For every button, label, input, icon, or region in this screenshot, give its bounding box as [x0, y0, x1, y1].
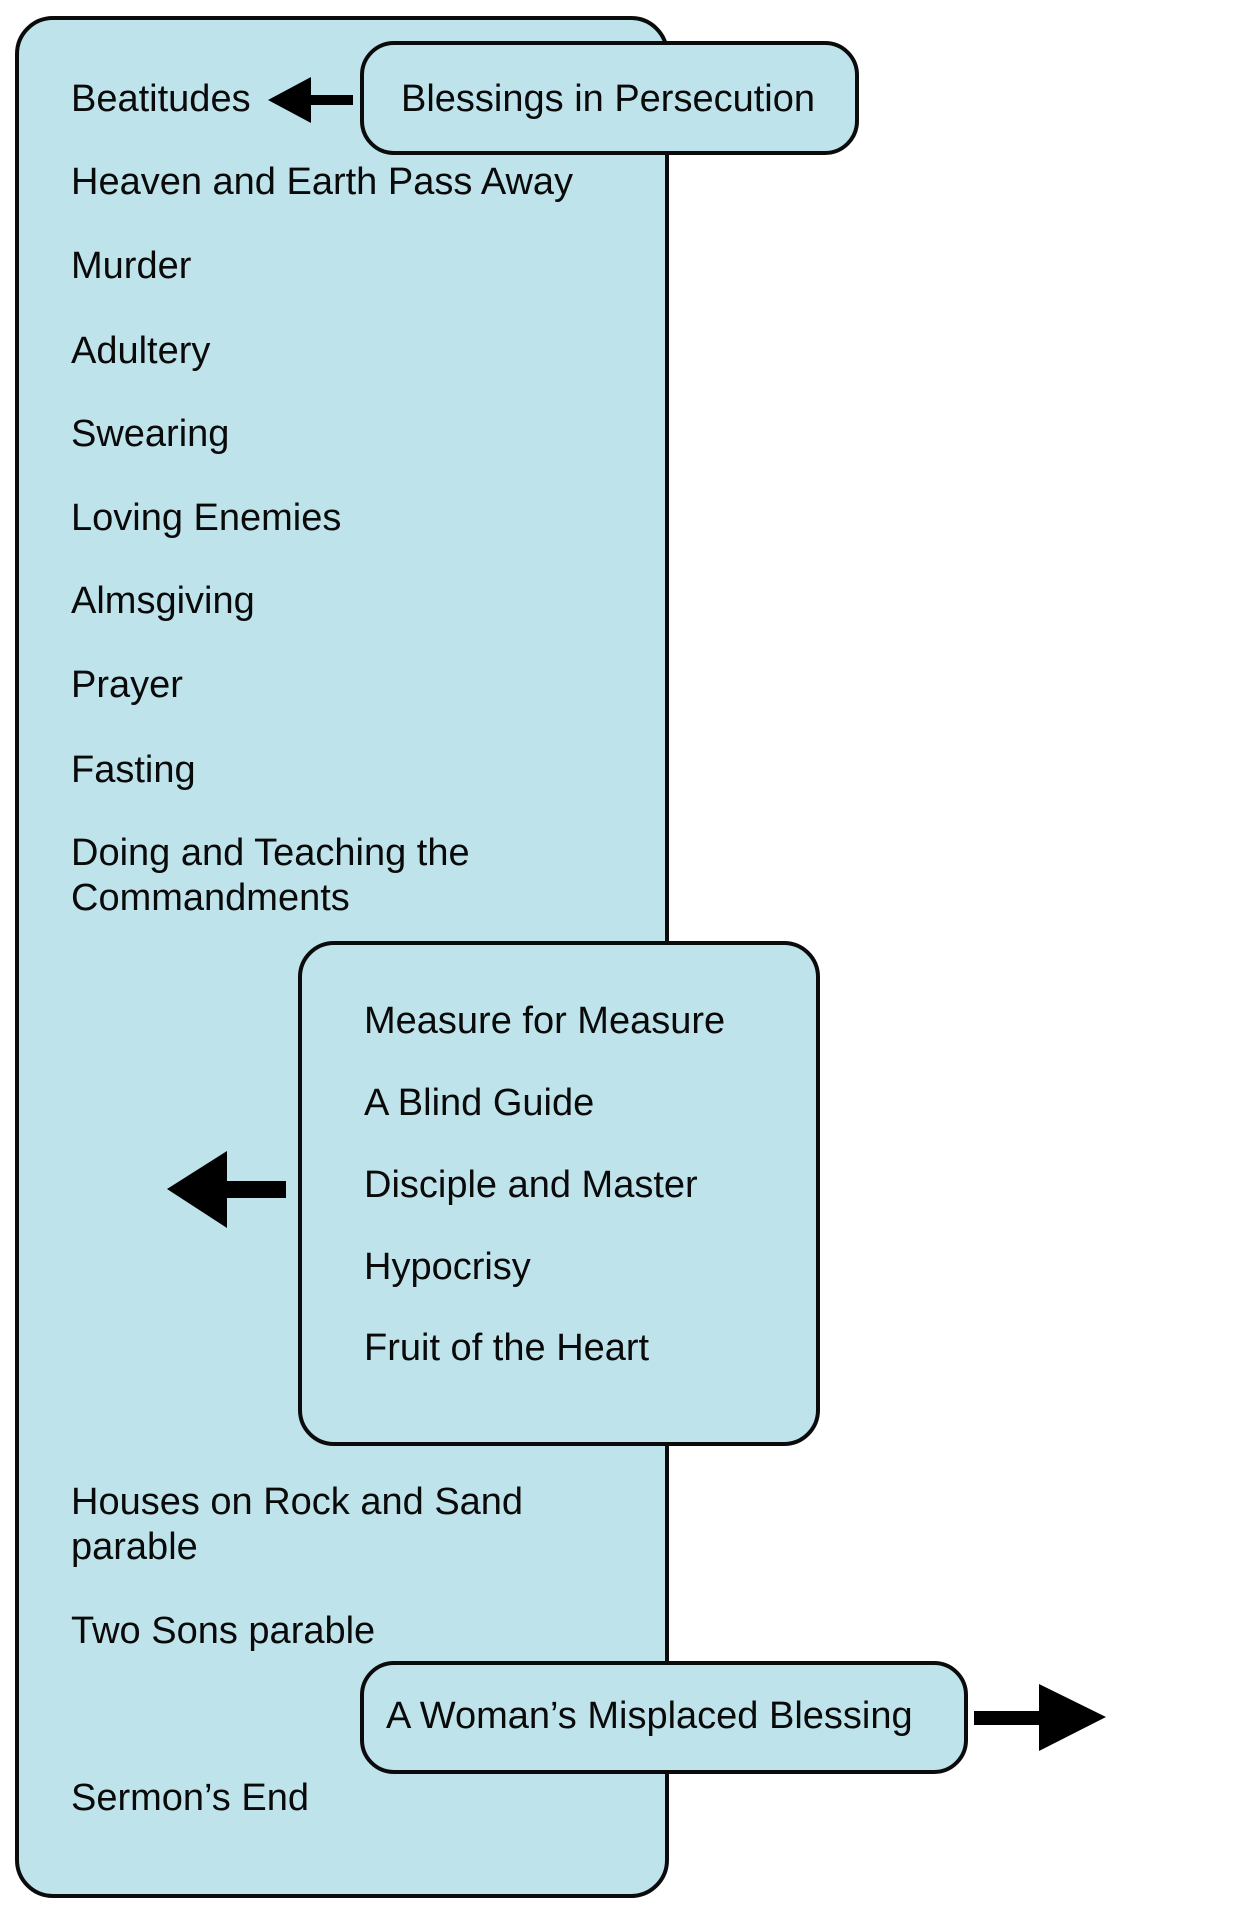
main-item-almsgiving: Almsgiving [71, 580, 255, 622]
main-item-adultery: Adultery [71, 330, 211, 372]
mid-item-fruit-of-the-heart: Fruit of the Heart [364, 1327, 650, 1369]
mid-item-measure-for-measure: Measure for Measure [364, 1000, 726, 1042]
callout-middle-group [298, 941, 820, 1446]
main-item-prayer: Prayer [71, 664, 183, 706]
main-item-sermons-end: Sermon’s End [71, 1777, 309, 1819]
main-item-beatitudes: Beatitudes [71, 78, 251, 120]
main-item-doing-and-teaching-line2: Commandments [71, 877, 350, 919]
arrow-right-icon-bottom [974, 1684, 1106, 1751]
main-item-loving-enemies: Loving Enemies [71, 497, 342, 539]
main-item-heaven-and-earth: Heaven and Earth Pass Away [71, 161, 574, 203]
mid-item-hypocrisy: Hypocrisy [364, 1246, 531, 1288]
main-item-fasting: Fasting [71, 749, 196, 791]
callout-blessings-in-persecution [360, 41, 859, 155]
main-item-two-sons: Two Sons parable [71, 1610, 376, 1652]
main-item-murder: Murder [71, 245, 192, 287]
main-item-swearing: Swearing [71, 413, 230, 455]
main-item-houses-on-rock-line2: parable [71, 1526, 198, 1568]
callout-womans-misplaced-blessing-label: A Woman’s Misplaced Blessing [386, 1695, 913, 1737]
main-item-houses-on-rock: Houses on Rock and Sand [71, 1481, 524, 1523]
callout-womans-misplaced-blessing [360, 1661, 968, 1774]
mid-item-blind-guide: A Blind Guide [364, 1082, 595, 1124]
arrow-bottom-head [1039, 1684, 1106, 1751]
callout-blessings-in-persecution-label: Blessings in Persecution [401, 78, 815, 120]
main-item-doing-and-teaching: Doing and Teaching the [71, 832, 470, 874]
mid-item-disciple-and-master: Disciple and Master [364, 1164, 698, 1206]
arrow-bottom-shaft [974, 1711, 1042, 1725]
